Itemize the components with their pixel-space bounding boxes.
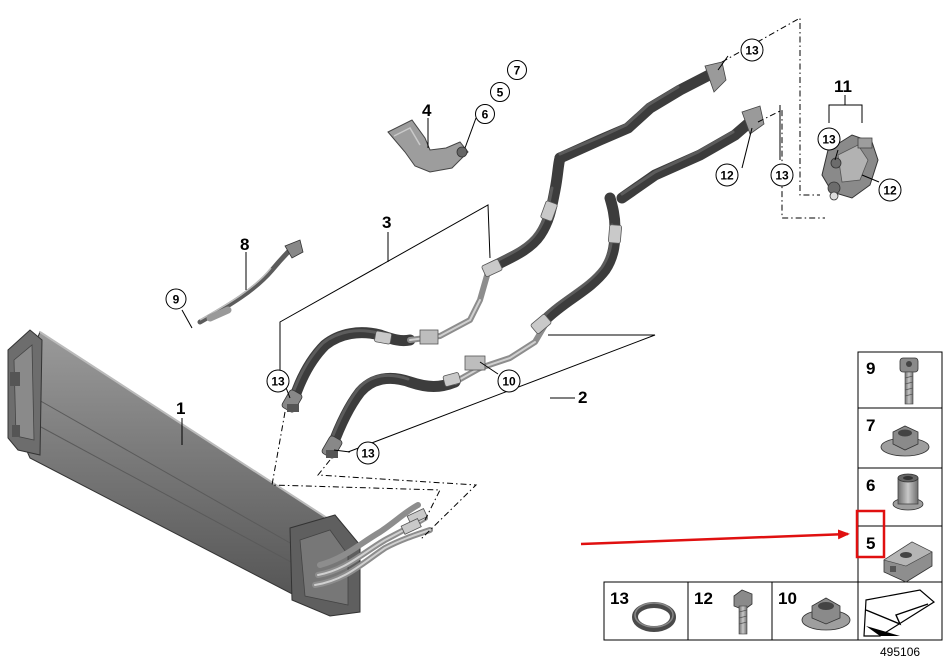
callout-4: 4: [422, 101, 432, 120]
flange-nut-7-image: [880, 425, 930, 457]
highlight-annotation: [580, 509, 886, 559]
circle-callout-6-text: 6: [482, 108, 489, 122]
circle-callout-13-lower-text: 13: [361, 447, 375, 461]
circle-callout-9: 9: [165, 288, 187, 310]
circle-callout-5-text: 5: [497, 86, 504, 100]
circle-callout-13-lower: 13: [356, 441, 380, 465]
callout-2: 2: [578, 388, 587, 407]
circle-callout-7-text: 7: [514, 64, 521, 78]
pipe-part-8: [197, 239, 304, 325]
circle-callout-12-pipe: 12: [715, 163, 739, 187]
bolt-9-image: [899, 357, 919, 405]
circle-callout-13-left-text: 13: [271, 375, 285, 389]
circled-callouts: 7 5 6 9 10 13 13 13: [165, 38, 902, 465]
red-pointer-arrow: [580, 529, 850, 546]
leader-lines: [181, 55, 880, 453]
hose-line-3: [281, 61, 727, 413]
diagram-number: 495106: [880, 645, 920, 659]
legend-grid: 9 7 6 5 13 12 10: [603, 351, 943, 641]
circle-callout-13-top: 13: [740, 38, 764, 62]
callout-1: 1: [176, 399, 185, 418]
legend-label-13: 13: [610, 589, 629, 608]
flange-nut-10-image: [801, 597, 851, 631]
circle-callout-13-valve: 13: [817, 127, 841, 151]
callout-11: 11: [834, 77, 852, 96]
circle-callout-10-text: 10: [502, 375, 516, 389]
thermostat-valve-part-11: [821, 134, 879, 201]
circle-callout-13-mid: 13: [770, 163, 794, 187]
highlight-box: [855, 509, 886, 559]
o-ring-13-image: [632, 602, 676, 632]
circle-callout-13-mid-text: 13: [775, 169, 789, 183]
oil-cooler: [7, 329, 433, 617]
circle-callout-12-valve-text: 12: [883, 184, 897, 198]
dashed-connection-lines: [271, 17, 825, 541]
circle-callout-6: 6: [475, 104, 495, 124]
circle-callout-13-top-text: 13: [745, 44, 759, 58]
legend-label-5: 5: [866, 534, 875, 553]
clip-nut-5-image: [883, 541, 933, 583]
circle-callout-7: 7: [507, 60, 527, 80]
circle-callout-10: 10: [497, 369, 521, 393]
legend-label-9: 9: [866, 359, 875, 378]
circle-callout-5: 5: [490, 82, 510, 102]
arrow-symbol-icon: [863, 589, 936, 637]
legend-label-10: 10: [778, 589, 797, 608]
callout-8: 8: [240, 235, 249, 254]
bolt-12-image: [733, 589, 753, 635]
sleeve-6-image: [892, 473, 924, 511]
circle-callout-13-valve-text: 13: [822, 133, 836, 147]
circle-callout-9-text: 9: [173, 293, 180, 307]
callout-labels: 1 2 3 4 8 11: [176, 77, 852, 418]
legend-label-7: 7: [866, 416, 875, 435]
circle-callout-12-pipe-text: 12: [720, 169, 734, 183]
circle-callout-12-valve: 12: [878, 178, 902, 202]
hose-line-2: [321, 105, 765, 459]
legend-label-6: 6: [866, 476, 875, 495]
circle-callout-13-left: 13: [266, 369, 290, 393]
callout-3: 3: [382, 213, 391, 232]
legend-label-12: 12: [694, 589, 713, 608]
legend-cell-12: [687, 581, 773, 641]
